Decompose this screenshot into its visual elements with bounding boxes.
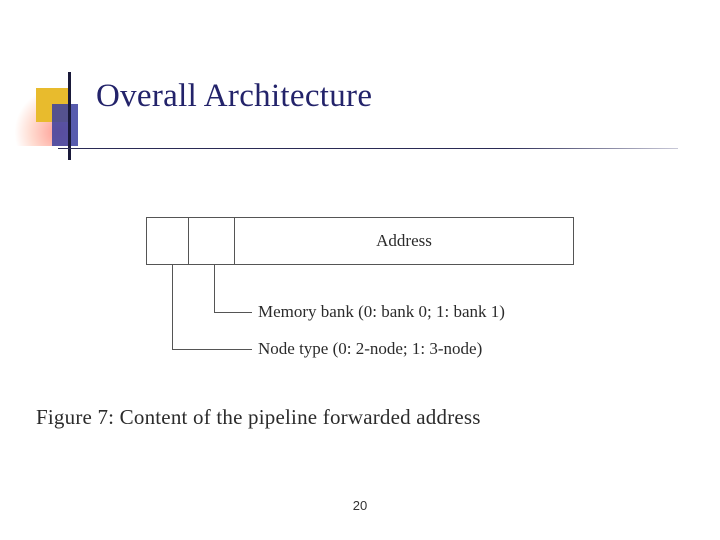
node-type-field <box>147 218 189 264</box>
page-title: Overall Architecture <box>96 78 373 114</box>
node-type-leader-vertical <box>172 265 173 350</box>
slide-page-number: 20 <box>352 498 368 513</box>
address-format-table: Address <box>146 217 574 265</box>
logo-blue-rect <box>52 104 78 146</box>
memory-bank-field <box>189 218 235 264</box>
memory-bank-callout-label: Memory bank (0: bank 0; 1: bank 1) <box>258 302 505 321</box>
address-field: Address <box>376 231 432 250</box>
memory-bank-leader-vertical <box>214 265 215 313</box>
figure-container: Address Memory bank (0: bank 0; 1: bank … <box>36 205 696 455</box>
title-divider <box>58 148 678 149</box>
slide-logo-decoration <box>14 72 90 160</box>
memory-bank-leader-horizontal <box>214 312 252 313</box>
node-type-leader-horizontal <box>172 349 252 350</box>
figure-caption: Figure 7: Content of the pipeline forwar… <box>36 405 481 429</box>
node-type-callout-label: Node type (0: 2-node; 1: 3-node) <box>258 339 483 358</box>
logo-vertical-rule <box>68 72 71 160</box>
